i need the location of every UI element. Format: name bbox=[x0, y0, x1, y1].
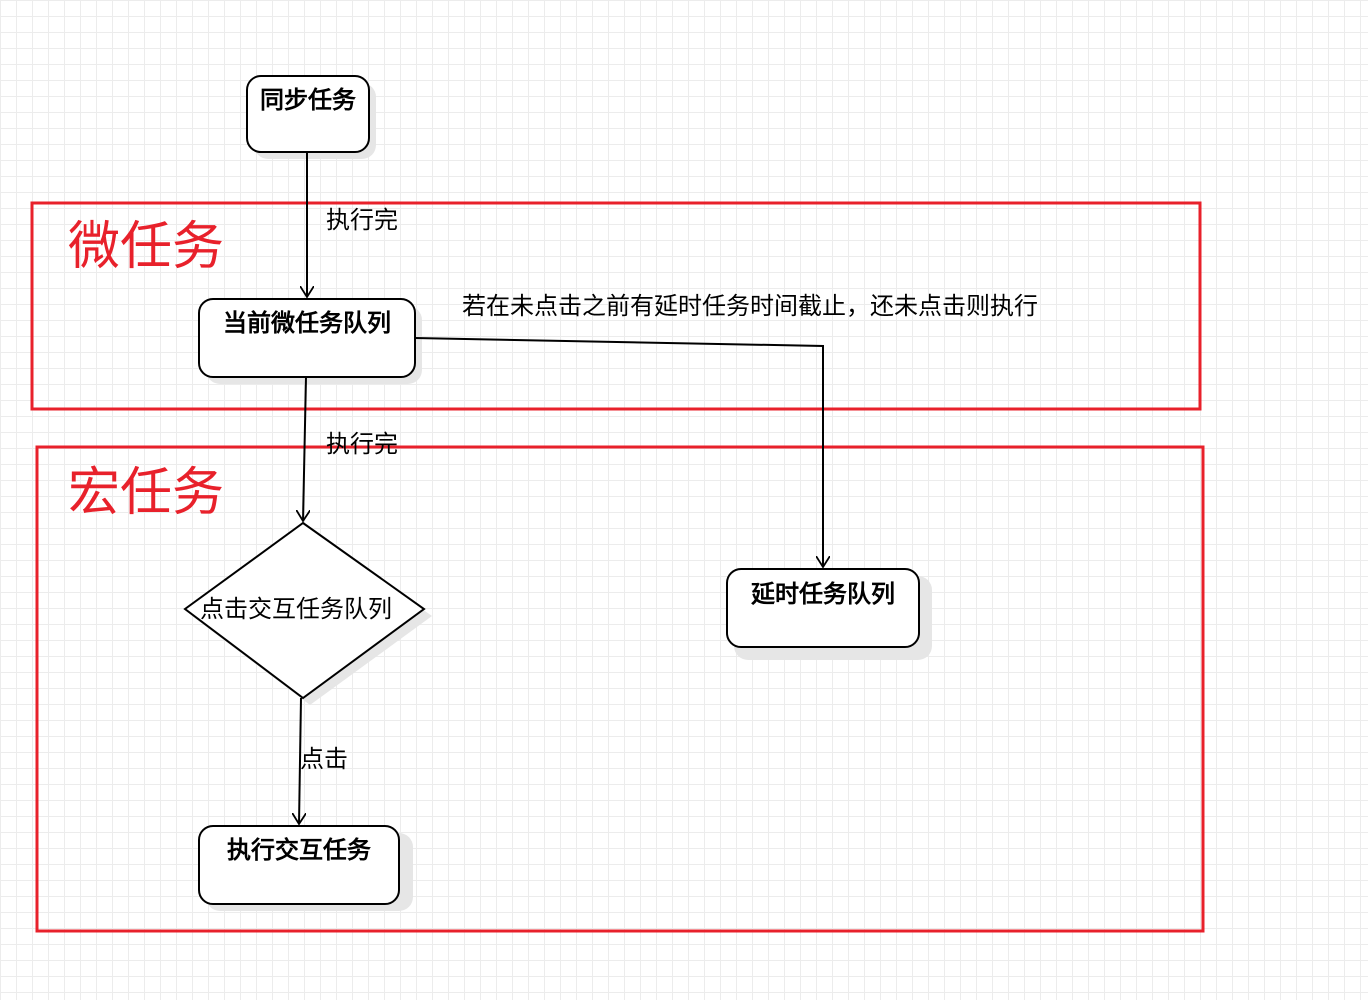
edge-micro-queue-to-delay-queue bbox=[414, 337, 823, 567]
node-delay-task-queue[interactable]: 延时任务队列 bbox=[726, 568, 932, 660]
node-micro-task-queue-label: 当前微任务队列 bbox=[223, 309, 391, 337]
node-sync-task[interactable]: 同步任务 bbox=[246, 75, 376, 159]
node-micro-task-queue[interactable]: 当前微任务队列 bbox=[198, 298, 422, 384]
edge-interaction-queue-to-execute-task bbox=[299, 697, 301, 824]
node-diamond bbox=[183, 521, 426, 700]
region-macro-task bbox=[35, 445, 1205, 933]
node-box bbox=[726, 568, 920, 648]
node-delay-task-queue-label: 延时任务队列 bbox=[750, 580, 895, 608]
node-interaction-queue-label: 点击交互任务队列 bbox=[200, 595, 392, 623]
node-sync-task-label: 同步任务 bbox=[260, 86, 357, 114]
node-execute-interaction-task-label: 执行交互任务 bbox=[227, 836, 372, 864]
edge-micro-queue-to-delay-queue-label: 若在未点击之前有延时任务时间截止，还未点击则执行 bbox=[462, 292, 1038, 320]
region-macro-task-title: 宏任务 bbox=[68, 463, 224, 523]
node-box bbox=[198, 825, 400, 905]
region-micro-task bbox=[30, 201, 1202, 411]
region-micro-task-title: 微任务 bbox=[68, 217, 224, 277]
edge-sync-to-micro-queue-label: 执行完 bbox=[326, 206, 398, 234]
node-execute-interaction-task[interactable]: 执行交互任务 bbox=[198, 825, 413, 911]
edge-interaction-queue-to-execute-task-label: 点击 bbox=[300, 745, 348, 773]
edge-micro-queue-to-interaction-queue-label: 执行完 bbox=[326, 430, 398, 458]
edge-micro-queue-to-interaction-queue bbox=[303, 376, 306, 521]
node-interaction-queue-decision[interactable]: 点击交互任务队列 bbox=[183, 521, 432, 705]
